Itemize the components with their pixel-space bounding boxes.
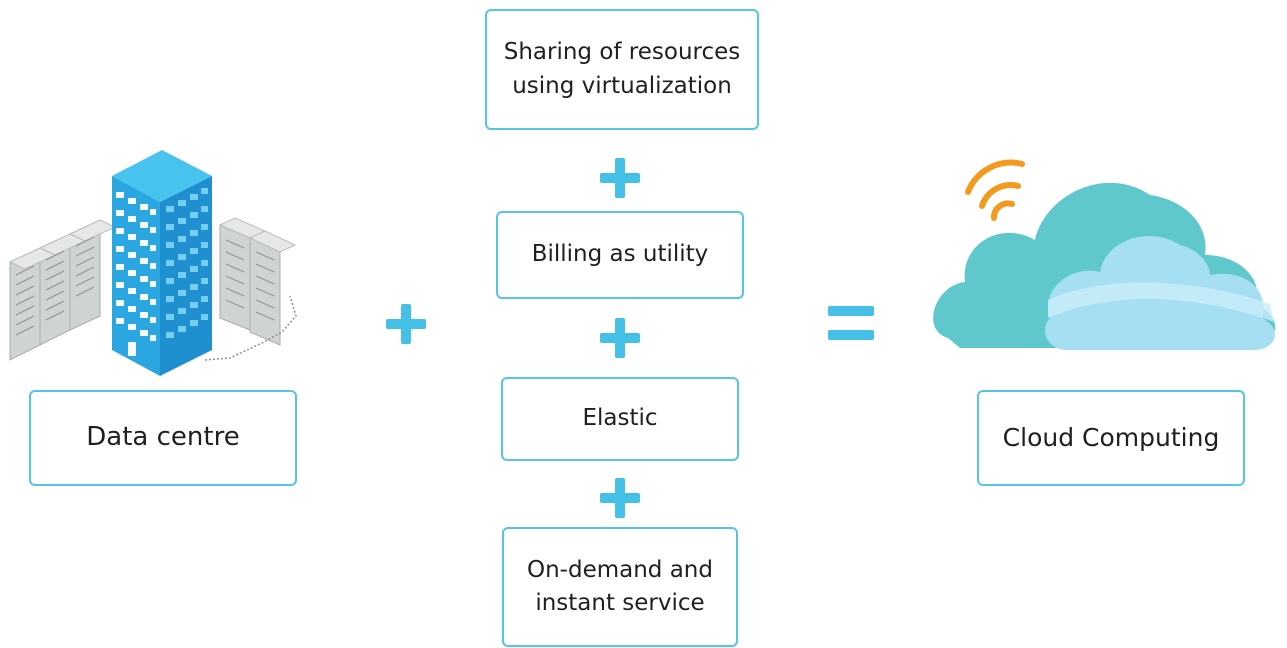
plus-icon-1 (600, 158, 640, 198)
cloud-computing-box: Cloud Computing (977, 390, 1245, 486)
wifi-signal-icon (965, 159, 1025, 221)
on-demand-box: On-demand and instant service (502, 527, 738, 647)
sharing-resources-label: Sharing of resources using virtualizatio… (503, 39, 741, 99)
plus-icon-3 (600, 478, 640, 518)
cloud-computing-label: Cloud Computing (1002, 422, 1220, 452)
cloud-icon (933, 182, 1276, 351)
plus-icon-2 (600, 318, 640, 358)
elastic-label: Elastic (582, 405, 658, 432)
on-demand-label: On-demand and instant service (527, 556, 713, 616)
equals-icon (828, 306, 874, 340)
sharing-resources-box: Sharing of resources using virtualizatio… (485, 9, 759, 130)
elastic-box: Elastic (501, 377, 739, 461)
billing-label: Billing as utility (531, 241, 709, 268)
plus-icon-left (386, 304, 426, 344)
data-centre-label: Data centre (86, 422, 240, 453)
data-centre-icon (8, 150, 297, 376)
billing-box: Billing as utility (496, 211, 744, 299)
data-centre-box: Data centre (29, 390, 297, 486)
